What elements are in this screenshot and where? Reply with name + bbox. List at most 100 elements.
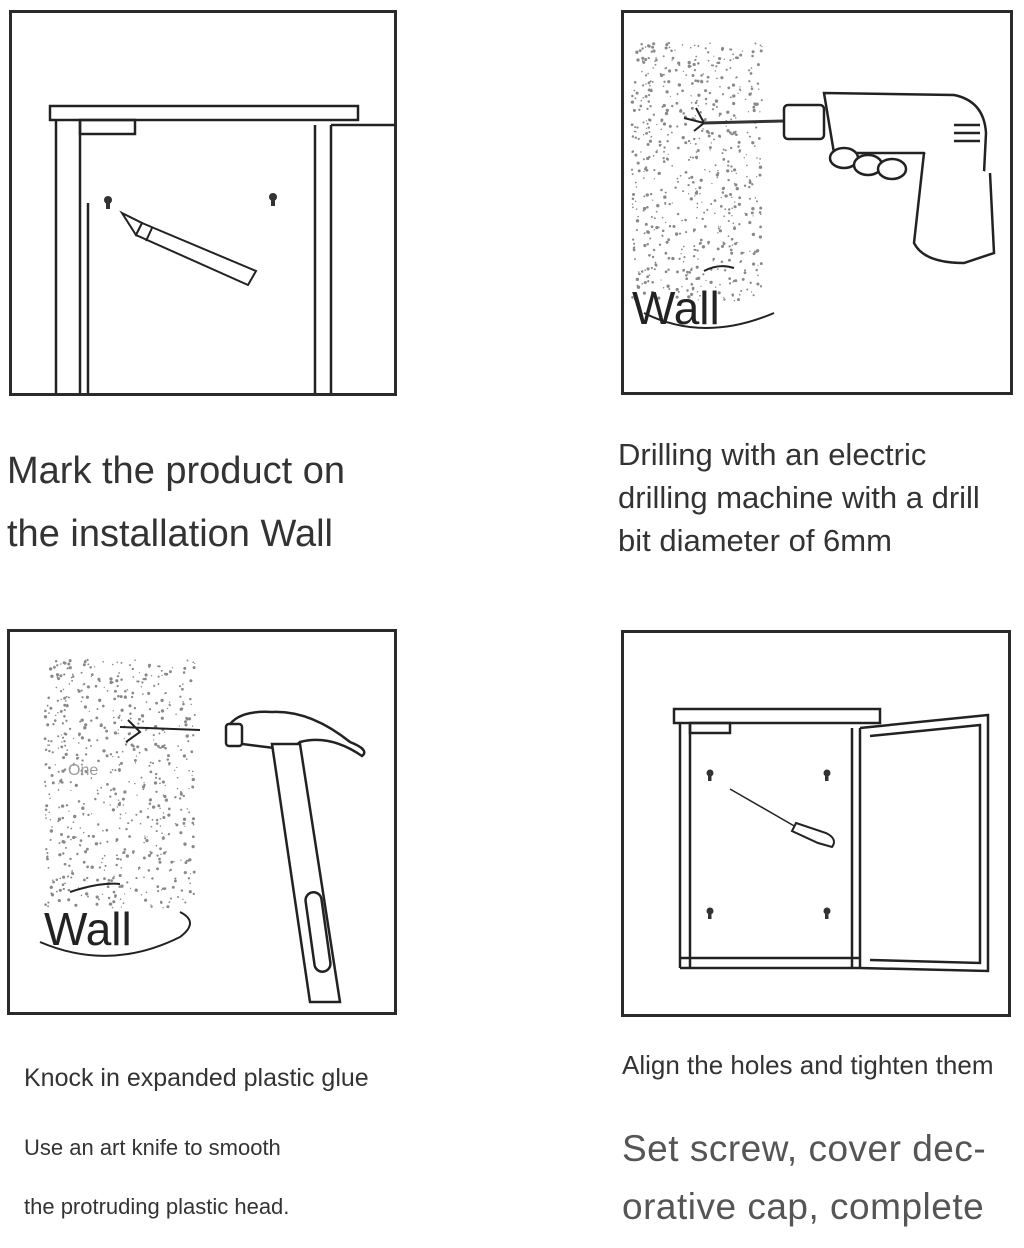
step1-caption: Mark the product on the installation Wal… — [7, 450, 345, 555]
wall-speck — [679, 174, 682, 177]
wall-speck — [77, 887, 80, 889]
wall-speck — [85, 695, 89, 699]
wall-speck — [68, 810, 70, 812]
wall-speck — [706, 208, 709, 211]
wall-speck — [191, 770, 194, 773]
wall-speck — [46, 857, 49, 861]
wall-speck — [688, 177, 691, 180]
wall-speck — [713, 212, 716, 215]
wall-speck — [178, 725, 181, 727]
wall-speck — [151, 818, 154, 821]
wall-speck — [181, 707, 184, 710]
wall-speck — [161, 836, 165, 840]
wall-speck — [761, 46, 763, 48]
wall-speck — [192, 823, 195, 826]
wall-speck — [168, 901, 171, 903]
wall-speck — [631, 203, 634, 205]
wall-speck — [652, 67, 655, 69]
wall-speck — [185, 734, 189, 738]
step4-caption-line2: Set screw, cover dec- orative cap, compl… — [622, 1128, 987, 1227]
step4-caption-line1: Align the holes and tighten them — [622, 1050, 994, 1080]
wall-speck — [68, 659, 72, 663]
wall-speck — [91, 834, 95, 838]
wall-speck — [105, 729, 109, 733]
wall-speck — [48, 793, 51, 796]
wall-speck — [45, 856, 48, 858]
wall-speck — [737, 202, 742, 206]
wall-speck — [663, 195, 667, 199]
wall-speck — [192, 734, 195, 737]
wall-speck — [690, 106, 694, 110]
wall-speck — [701, 129, 704, 133]
wall-speck — [179, 831, 183, 835]
wall-speck — [107, 878, 111, 882]
wall-speck — [141, 681, 144, 684]
wall-speck — [77, 742, 80, 744]
wall-speck — [711, 182, 713, 185]
wall-speck — [59, 877, 62, 880]
wall-speck — [739, 53, 743, 57]
wall-speck — [110, 879, 113, 882]
wall-speck — [636, 126, 639, 129]
wall-speck — [648, 118, 651, 122]
wall-speck — [641, 70, 643, 73]
wall-speck — [169, 897, 173, 900]
wall-speck — [754, 42, 757, 45]
wall-speck — [722, 242, 726, 246]
wall-speck — [57, 899, 61, 903]
wall-speck — [192, 870, 196, 874]
wall-speck — [116, 661, 119, 664]
wall-speck — [655, 58, 658, 62]
wall-speck — [57, 747, 60, 749]
wall-speck — [644, 222, 648, 226]
wall-speck — [731, 294, 734, 297]
wall-speck — [137, 717, 141, 721]
wall-speck — [700, 74, 703, 77]
wall-speck — [47, 744, 49, 746]
wall-speck — [84, 850, 88, 854]
wall-speck — [160, 853, 162, 856]
wall-speck — [737, 140, 741, 144]
wall-speck — [685, 231, 688, 234]
wall-speck — [94, 684, 98, 688]
wall-speck — [738, 223, 741, 226]
wall-speck — [143, 841, 145, 844]
wall-speck — [82, 860, 86, 864]
wall-speck — [705, 118, 707, 120]
wall-speck — [670, 131, 673, 134]
wall-speck — [705, 102, 708, 105]
wall-speck — [111, 768, 114, 771]
wall-speck — [655, 57, 657, 59]
wall-speck — [51, 751, 54, 754]
wall-speck — [640, 270, 644, 273]
wall-speck — [671, 202, 673, 204]
step3-caption-line1: Knock in expanded plastic glue — [24, 1064, 369, 1092]
wall-speck — [631, 296, 634, 299]
wall-speck — [650, 135, 653, 138]
wall-speck — [684, 122, 688, 126]
wall-speck — [109, 789, 113, 792]
wall-speck — [713, 55, 715, 57]
wall-speck — [643, 195, 646, 198]
wall-speck — [709, 149, 711, 151]
wall-speck — [659, 73, 664, 78]
wall-speck — [703, 225, 707, 228]
wall-speck — [752, 215, 754, 217]
wall-speck — [112, 755, 114, 758]
wall-speck — [103, 877, 106, 880]
wall-speck — [109, 795, 112, 798]
wall-speck — [170, 860, 174, 864]
wall-speck — [641, 84, 645, 87]
wall-speck — [649, 80, 652, 83]
wall-speck — [183, 842, 187, 846]
wall-speck — [735, 172, 737, 175]
wall-speck — [682, 70, 685, 73]
wall-speck — [681, 89, 684, 93]
wall-speck — [48, 766, 51, 770]
wall-speck — [120, 884, 124, 888]
wall-speck — [671, 56, 675, 60]
wall-speck — [182, 754, 187, 758]
wall-speck — [748, 80, 751, 83]
wall-speck — [750, 87, 754, 91]
wall-speck — [721, 191, 725, 194]
